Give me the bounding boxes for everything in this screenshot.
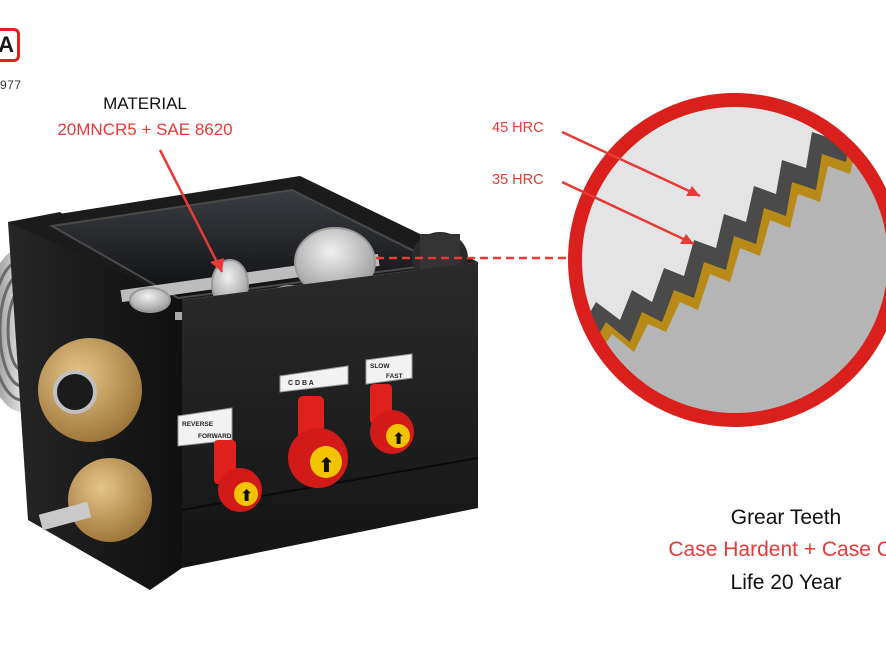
svg-text:⬆: ⬆	[318, 453, 335, 477]
lever-right: ⬆	[370, 384, 414, 454]
gear-caption-title: Grear Teeth	[730, 506, 842, 529]
hardness-outer-label: 45 HRC	[492, 120, 544, 136]
plate-forward-label: FORWARD	[198, 433, 232, 440]
selector-plate-right: SLOW FAST	[365, 353, 413, 385]
lever-left: ⬆	[214, 440, 262, 512]
lever-middle: ⬆	[288, 396, 348, 488]
logo-letter: A	[0, 32, 14, 57]
svg-text:⬆: ⬆	[392, 429, 405, 448]
gear-teeth-magnifier	[561, 93, 886, 427]
plate-cdba-label: C D B A	[288, 380, 314, 387]
selector-plate-middle: C D B A	[279, 365, 349, 393]
material-value: 20MNCR5 + SAE 8620	[57, 120, 233, 139]
svg-text:⬆: ⬆	[240, 486, 253, 505]
plate-slow-label: SLOW	[370, 363, 390, 370]
logo-year: 977	[0, 78, 22, 92]
gearbox-illustration: REVERSE FORWARD C D B A SLOW FAST ⬆ ⬆	[0, 176, 479, 590]
plate-reverse-label: REVERSE	[182, 421, 214, 428]
leader-arrow	[158, 149, 224, 273]
hardness-inner-label: 35 HRC	[492, 172, 544, 188]
gear-caption-treatment: Case Hardent + Case Ca	[668, 538, 886, 561]
material-title: MATERIAL	[103, 94, 187, 113]
plate-fast-label: FAST	[386, 373, 403, 380]
logo-mark: A	[0, 28, 20, 62]
gear-caption-life: Life 20 Year	[730, 571, 842, 594]
